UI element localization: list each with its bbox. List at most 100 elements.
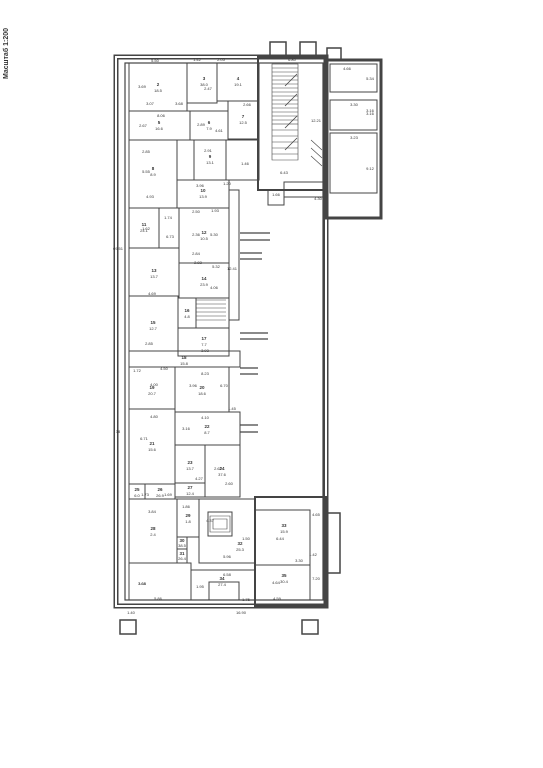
- room-number: 4: [237, 76, 240, 81]
- svg-text:6.44: 6.44: [276, 536, 285, 541]
- room-area: 15.9: [280, 529, 289, 534]
- svg-text:1.86: 1.86: [182, 504, 191, 509]
- svg-text:1.40: 1.40: [127, 610, 136, 615]
- room-number: 8: [152, 166, 155, 171]
- entrance-top-1: [269, 41, 287, 58]
- svg-text:4.00: 4.00: [150, 382, 159, 387]
- room-number: 3: [203, 76, 206, 81]
- svg-text:5.50: 5.50: [151, 58, 160, 63]
- room-labels: 2 18.5 3 38.0 4 19.1 5 16.6 6 7.9 7 12.5…: [134, 76, 288, 587]
- svg-text:4.93: 4.93: [146, 194, 155, 199]
- room-number: 10: [200, 188, 206, 193]
- svg-text:1.45: 1.45: [228, 406, 237, 411]
- room-number: 12: [201, 230, 207, 235]
- svg-text:6.80: 6.80: [288, 57, 297, 62]
- main-block: [124, 62, 324, 601]
- room-area: 8.7: [204, 430, 210, 435]
- svg-text:2.91: 2.91: [204, 148, 213, 153]
- svg-text:3.96: 3.96: [189, 383, 198, 388]
- room-area: 27.4: [218, 582, 227, 587]
- svg-text:3.30: 3.30: [295, 558, 304, 563]
- svg-text:3.16: 3.16: [366, 108, 375, 113]
- svg-text:2.60: 2.60: [225, 481, 234, 486]
- outer-wall: [113, 54, 329, 609]
- svg-text:2.66: 2.66: [243, 102, 252, 107]
- svg-text:3.69: 3.69: [138, 84, 147, 89]
- svg-text:4.27: 4.27: [195, 476, 204, 481]
- room-number: 18: [181, 355, 187, 360]
- svg-text:3.23: 3.23: [350, 135, 359, 140]
- svg-text:2.50: 2.50: [192, 209, 201, 214]
- room-area: 12.5: [239, 120, 248, 125]
- room-area: 18.5: [154, 88, 163, 93]
- svg-text:12.21: 12.21: [311, 118, 322, 123]
- svg-text:1.74: 1.74: [164, 215, 173, 220]
- room-area: 38.0: [200, 82, 209, 87]
- svg-text:1.62: 1.62: [142, 226, 151, 231]
- room-area: 6.0: [134, 493, 140, 498]
- svg-text:6.70: 6.70: [220, 383, 229, 388]
- svg-text:16.90: 16.90: [236, 610, 247, 615]
- svg-text:3.84: 3.84: [148, 509, 157, 514]
- room-number: 15: [150, 320, 156, 325]
- room-area: 23.9: [200, 282, 209, 287]
- svg-text:3.96: 3.96: [196, 183, 205, 188]
- room-area: 2.4: [150, 532, 156, 537]
- svg-text:3.16: 3.16: [366, 111, 375, 116]
- room-area: 7.9: [206, 126, 212, 131]
- svg-text:3.30: 3.30: [350, 102, 359, 107]
- entrance-annex: [326, 47, 342, 61]
- room-number: 14: [201, 276, 207, 281]
- svg-text:1.42: 1.42: [309, 552, 318, 557]
- room-number: 7: [242, 114, 245, 119]
- svg-text:8.06: 8.06: [157, 113, 166, 118]
- room-number: 28: [150, 526, 156, 531]
- svg-text:38: 38: [116, 429, 121, 434]
- svg-text:6.71: 6.71: [140, 436, 149, 441]
- room-number: 32: [237, 541, 243, 546]
- entrance-top-2: [299, 41, 317, 58]
- entrance-bottom-2: [301, 619, 319, 635]
- svg-text:2.83: 2.83: [194, 260, 203, 265]
- room-number: 16: [184, 308, 190, 313]
- room-area: 20.7: [148, 391, 157, 396]
- room-number: 5: [158, 120, 161, 125]
- svg-text:3.68: 3.68: [138, 581, 147, 586]
- svg-text:1.72: 1.72: [133, 368, 142, 373]
- svg-text:1.69: 1.69: [164, 492, 173, 497]
- room-area: 15.8: [180, 361, 189, 366]
- room-area: 16.6: [155, 126, 164, 131]
- svg-text:2.47: 2.47: [204, 86, 213, 91]
- room-number: 25: [134, 487, 140, 492]
- svg-text:4.37: 4.37: [206, 518, 215, 523]
- room-area: 24.1: [140, 228, 149, 233]
- room-number: 34: [219, 576, 225, 581]
- svg-text:4.50: 4.50: [160, 366, 169, 371]
- svg-text:6.58: 6.58: [223, 572, 232, 577]
- room-number: 22: [204, 424, 210, 429]
- room-number: 35: [281, 573, 287, 578]
- room-number: 19: [149, 385, 155, 390]
- svg-text:4.06: 4.06: [210, 285, 219, 290]
- room-number: 13: [151, 268, 157, 273]
- svg-text:1.50: 1.50: [242, 536, 251, 541]
- svg-text:12.41: 12.41: [227, 266, 238, 271]
- svg-text:4.64: 4.64: [272, 580, 281, 585]
- svg-text:4.59: 4.59: [273, 596, 282, 601]
- right-upper-section: [257, 56, 327, 191]
- svg-text:9.12: 9.12: [366, 166, 375, 171]
- svg-text:2.36: 2.36: [192, 232, 201, 237]
- room-area: 13.7: [150, 274, 159, 279]
- room-number: 27: [187, 485, 193, 490]
- svg-text:6.73: 6.73: [166, 234, 175, 239]
- svg-text:69.51: 69.51: [113, 246, 124, 251]
- room-number: 33: [281, 523, 287, 528]
- room-area: 13.7: [186, 466, 195, 471]
- room-number: 9: [209, 154, 212, 159]
- svg-text:5.55: 5.55: [142, 169, 151, 174]
- svg-text:3.16: 3.16: [182, 426, 191, 431]
- room-area: 13.1: [206, 160, 215, 165]
- svg-text:1.20: 1.20: [223, 181, 232, 186]
- room-area: 8.9: [150, 172, 156, 177]
- room-area: 15.6: [148, 447, 157, 452]
